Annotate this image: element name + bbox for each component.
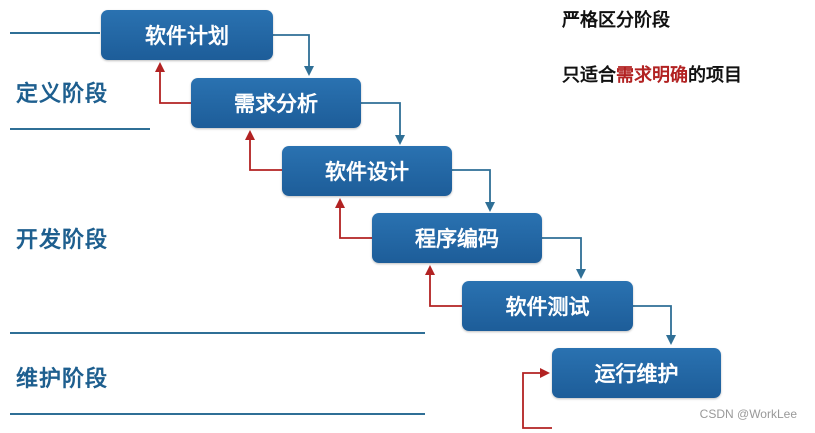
phase-label-maintenance: 维护阶段: [16, 367, 109, 392]
phase-divider-definition: [10, 128, 150, 130]
feedback-arrow-analysis-to-plan: [155, 62, 191, 104]
step-software-planning: 软件计划: [101, 10, 273, 60]
step-coding: 程序编码: [372, 213, 542, 263]
forward-arrow-plan-to-analysis: [273, 34, 314, 76]
forward-arrow-analysis-to-design: [361, 102, 405, 145]
note-suitability-prefix: 只适合: [562, 65, 616, 86]
note-suitability-suffix: 的项目: [688, 65, 742, 86]
phase-divider-development: [10, 332, 425, 334]
feedback-arrow-coding-to-design: [335, 198, 372, 239]
phase-divider-maintenance: [10, 413, 425, 415]
step-software-testing: 软件测试: [462, 281, 633, 331]
note-suitability: 只适合需求明确的项目: [562, 61, 742, 87]
forward-arrow-coding-to-testing: [542, 237, 586, 279]
phase-label-development: 开发阶段: [16, 228, 109, 253]
note-suitability-highlight: 需求明确: [616, 65, 688, 86]
feedback-arrow-maintenance-loop: [522, 368, 552, 429]
watermark: CSDN @WorkLee: [699, 407, 797, 421]
phase-label-definition: 定义阶段: [16, 82, 109, 107]
feedback-arrow-testing-to-coding: [425, 265, 462, 307]
forward-arrow-design-to-coding: [452, 169, 495, 212]
feedback-arrow-design-to-analysis: [245, 130, 282, 171]
step-software-design: 软件设计: [282, 146, 452, 196]
forward-arrow-testing-to-maintenance: [633, 305, 676, 345]
note-strict-phases: 严格区分阶段: [562, 10, 670, 31]
step-operation-maintenance: 运行维护: [552, 348, 721, 398]
phase-divider-top: [10, 32, 100, 34]
step-requirements-analysis: 需求分析: [191, 78, 361, 128]
